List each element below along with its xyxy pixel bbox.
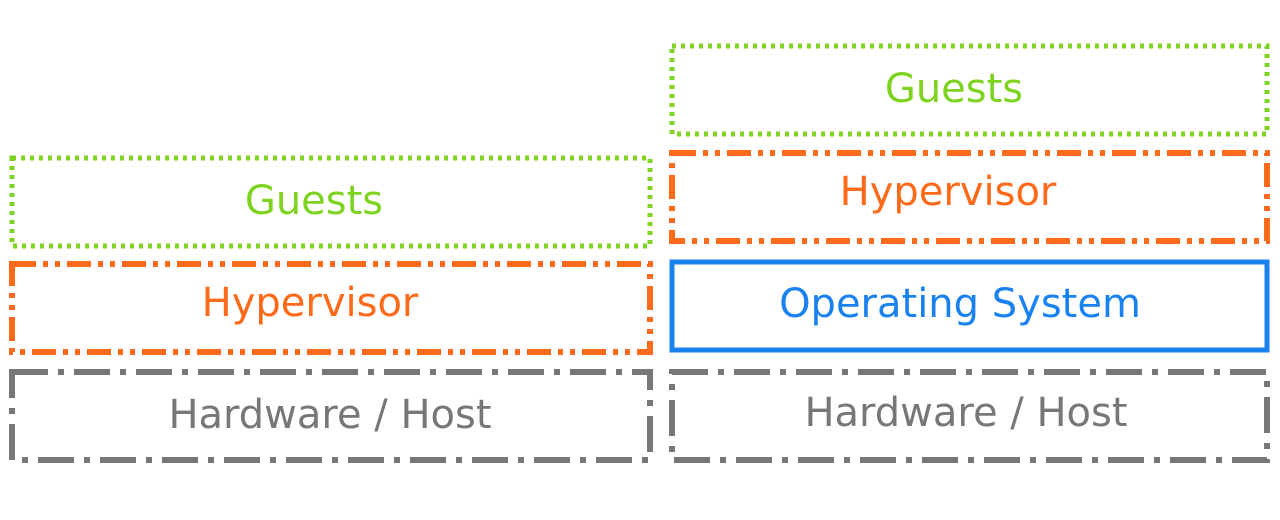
type2-guests-label: Guests xyxy=(885,66,1023,112)
type1-hypervisor-box xyxy=(9,261,653,355)
type2-guests-layer: Guests xyxy=(669,43,1270,137)
type1-hardware-label: Hardware / Host xyxy=(168,392,491,438)
type2-hypervisor-layer: Hypervisor xyxy=(669,150,1270,244)
type2-os-layer: Operating System xyxy=(669,259,1270,353)
type2-guests-box xyxy=(669,43,1270,137)
type1-hypervisor-layer: Hypervisor xyxy=(9,261,653,355)
type1-guests-box xyxy=(9,155,653,249)
type2-hypervisor-box xyxy=(669,150,1270,244)
type1-stack: Guests Hypervisor Hardware / Host xyxy=(9,155,653,463)
type2-hardware-box xyxy=(669,369,1270,463)
type2-hardware-layer: Hardware / Host xyxy=(669,369,1270,463)
type1-hardware-box xyxy=(9,369,653,463)
type2-hypervisor-label: Hypervisor xyxy=(840,169,1057,215)
type2-hardware-label: Hardware / Host xyxy=(804,390,1127,436)
type2-os-label: Operating System xyxy=(779,281,1141,327)
type2-os-box xyxy=(669,259,1270,353)
type1-guests-layer: Guests xyxy=(9,155,653,249)
type2-stack: Guests Hypervisor Operating System Hardw… xyxy=(669,43,1270,463)
type1-hypervisor-label: Hypervisor xyxy=(202,280,419,326)
type1-guests-label: Guests xyxy=(245,178,383,224)
type1-hardware-layer: Hardware / Host xyxy=(9,369,653,463)
